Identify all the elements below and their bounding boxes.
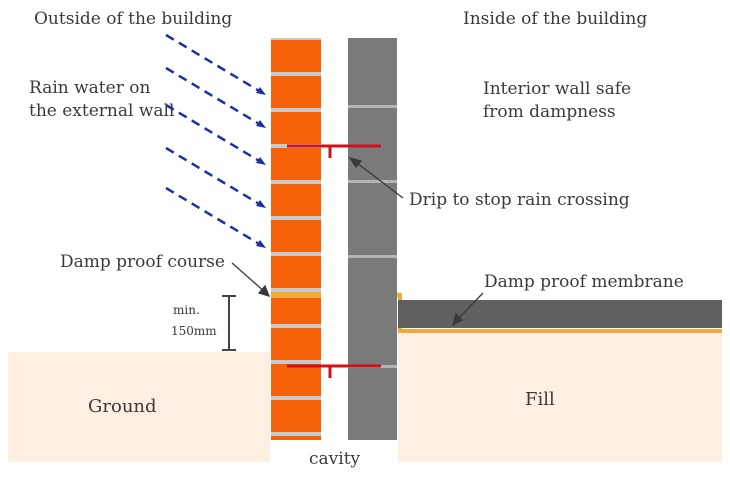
brick	[271, 76, 321, 108]
rain-arrow	[165, 33, 261, 93]
brick	[271, 40, 321, 72]
height-dimension	[222, 295, 236, 351]
block-joint	[348, 255, 397, 258]
damp-proof-course	[271, 292, 321, 298]
block-joint	[348, 105, 397, 108]
drip-pointer	[352, 159, 404, 199]
wall-tie-lower	[287, 364, 381, 378]
rain-label-line1: Rain water on	[29, 78, 151, 98]
interior-label-line1: Interior wall safe	[483, 79, 632, 99]
brick	[271, 364, 321, 396]
rain-arrow	[165, 66, 261, 126]
rain-arrow	[165, 186, 261, 246]
rain-arrowhead	[256, 240, 266, 248]
outside-label: Outside of the building	[34, 9, 233, 29]
dpc-arrowhead	[257, 284, 271, 298]
min-height-label: 150mm	[171, 324, 217, 338]
ground-label: Ground	[88, 396, 157, 417]
rain-arrows	[165, 33, 266, 248]
ground-area	[8, 352, 270, 462]
brick	[271, 148, 321, 180]
rain-arrow	[165, 146, 261, 206]
floor-slab	[398, 300, 722, 328]
rain-arrowhead	[256, 120, 266, 128]
dpm-arrowhead	[451, 312, 464, 327]
dpc-label: Damp proof course	[60, 252, 225, 272]
brick	[271, 400, 321, 432]
rain-arrow	[165, 103, 261, 163]
rain-arrowhead	[256, 87, 266, 95]
brick	[271, 256, 321, 288]
interior-label-line2: from dampness	[483, 102, 616, 122]
rain-arrowhead	[256, 200, 266, 208]
dpm-label: Damp proof membrane	[484, 272, 684, 292]
outer-brick-leaf	[271, 38, 321, 440]
dpc-pointer	[231, 262, 267, 294]
rain-label-line2: the external wall	[29, 101, 175, 121]
fill-label: Fill	[525, 389, 555, 410]
drip-label: Drip to stop rain crossing	[409, 190, 630, 210]
rain-arrowhead	[256, 157, 266, 165]
brick	[271, 328, 321, 360]
brick	[271, 184, 321, 216]
min-label: min.	[173, 303, 200, 317]
cavity-label: cavity	[309, 449, 361, 469]
inside-label: Inside of the building	[463, 9, 648, 29]
brick	[271, 436, 321, 440]
brick	[271, 112, 321, 144]
pointer-lines	[231, 156, 484, 327]
inner-block-leaf	[348, 38, 397, 440]
block-wall	[348, 38, 397, 440]
block-joint	[348, 180, 397, 183]
dpm-pointer	[455, 292, 484, 322]
brick	[271, 220, 321, 252]
fill-area	[398, 332, 722, 462]
wall-tie-upper	[287, 144, 381, 158]
drip-arrowhead	[348, 156, 363, 169]
